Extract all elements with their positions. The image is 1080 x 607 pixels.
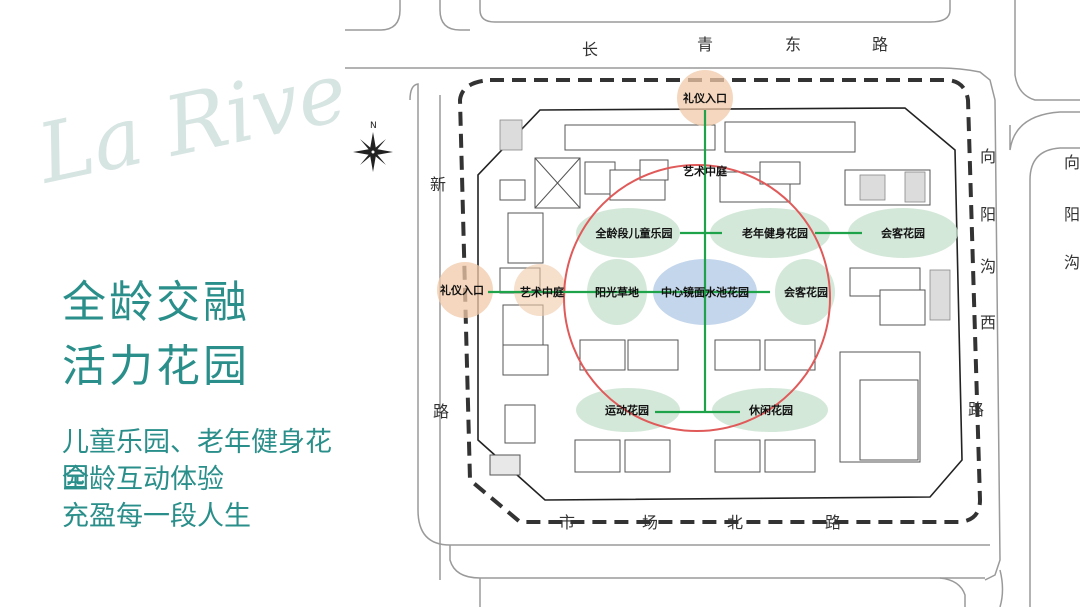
brand-script-text: La Rive Gauche bbox=[28, 0, 345, 203]
road-label-south: 市 场 北 路 bbox=[559, 513, 841, 532]
road-char: 路 bbox=[968, 400, 984, 419]
sports-garden-area bbox=[576, 388, 680, 432]
label-leisure-garden: 休闲花园 bbox=[748, 403, 793, 417]
road-char: 路 bbox=[825, 513, 841, 532]
label-ceremony-entrance-west: 礼仪入口 bbox=[440, 283, 484, 297]
label-central-mirror-pool-garden: 中心镜面水池花园 bbox=[661, 285, 749, 299]
building-footprints bbox=[489, 121, 931, 476]
road-char: 场 bbox=[642, 513, 658, 532]
children-playground-area bbox=[576, 208, 680, 258]
road-char: 东 bbox=[785, 35, 801, 54]
road-label-north: 长 青 东 路 bbox=[582, 35, 888, 59]
headline-line-1: 全龄交融 bbox=[62, 278, 250, 327]
entrance-circle-west bbox=[437, 262, 493, 318]
art-courtyard-circle-west bbox=[514, 264, 566, 316]
road-char: 市 bbox=[559, 513, 575, 532]
subtext-line-2: 全龄互动体验 bbox=[62, 464, 224, 494]
label-art-courtyard-north: 艺术中庭 bbox=[683, 164, 727, 178]
label-reception-garden-center: 会客花园 bbox=[784, 285, 828, 299]
reception-garden-center-area bbox=[775, 259, 835, 325]
inner-boundary bbox=[477, 107, 963, 501]
hatched-areas bbox=[499, 119, 951, 321]
central-activity-circle bbox=[563, 164, 831, 432]
road-char: 沟 bbox=[1064, 253, 1080, 272]
road-char: 向 bbox=[1064, 153, 1080, 172]
road-char: 新 bbox=[430, 175, 446, 194]
site-boundary bbox=[457, 78, 983, 524]
road-char: 青 bbox=[697, 35, 713, 54]
compass-rose-icon: N bbox=[353, 121, 393, 172]
headline-line-2: 活力花园 bbox=[62, 342, 250, 391]
site-plan-map: 礼仪入口 艺术中庭 全龄段儿童乐园 老年健身花园 会客花园 礼仪入口 艺术中庭 … bbox=[345, 0, 1080, 607]
road-label-west: 新 路 bbox=[430, 175, 449, 421]
road-char: 阳 bbox=[980, 205, 996, 224]
subtext-line-3: 充盈每一段人生 bbox=[62, 501, 251, 531]
label-art-courtyard-west: 艺术中庭 bbox=[520, 285, 564, 299]
subtext-line-1: 儿童乐园、老年健身花园 bbox=[62, 427, 332, 493]
road-char: 阳 bbox=[1064, 205, 1080, 224]
road-char: 路 bbox=[872, 35, 888, 54]
label-sports-garden: 运动花园 bbox=[605, 403, 649, 417]
left-panel: La Rive Gauche 全龄交融 活力花园 儿童乐园、老年健身花园 全龄互… bbox=[0, 0, 345, 607]
label-elderly-fitness-garden: 老年健身花园 bbox=[741, 226, 808, 240]
reception-garden-east-area bbox=[848, 208, 958, 258]
road-char: 北 bbox=[727, 513, 743, 532]
road-char: 向 bbox=[980, 147, 996, 166]
elderly-fitness-area bbox=[710, 208, 830, 258]
script-watermark: La Rive Gauche bbox=[28, 0, 345, 203]
label-reception-garden-east: 会客花园 bbox=[881, 226, 925, 240]
road-char: 长 bbox=[582, 40, 598, 59]
road-label-east-far: 向 阳 沟 bbox=[1064, 153, 1080, 272]
label-ceremony-entrance-north: 礼仪入口 bbox=[683, 91, 727, 105]
road-char: 西 bbox=[980, 313, 996, 332]
road-outlines bbox=[345, 0, 1080, 607]
road-label-east: 向 阳 沟 西 路 bbox=[968, 147, 996, 419]
label-sunshine-lawn: 阳光草地 bbox=[595, 285, 639, 299]
entrance-circle-north bbox=[677, 70, 733, 126]
compass-north-label: N bbox=[370, 121, 377, 131]
label-children-playground: 全龄段儿童乐园 bbox=[595, 226, 673, 240]
road-char: 路 bbox=[433, 402, 449, 421]
landscape-axes bbox=[488, 110, 862, 414]
road-char: 沟 bbox=[980, 257, 996, 276]
